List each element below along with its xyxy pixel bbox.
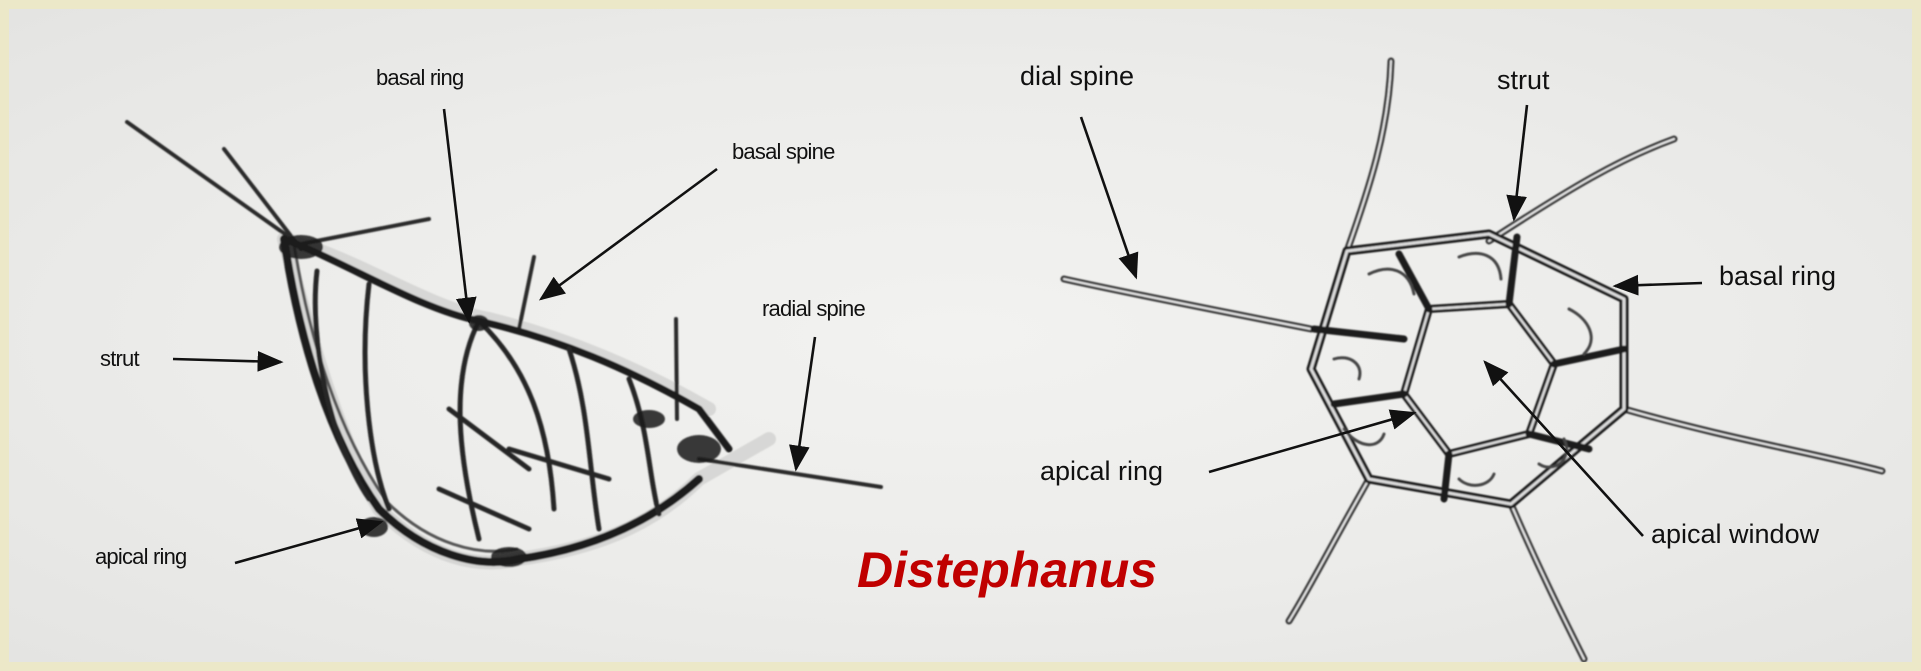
lateral-view-skeleton	[127, 122, 881, 567]
figure-title: Distephanus	[857, 545, 1157, 595]
label-basal-spine: basal spine	[732, 141, 835, 163]
arrow-strut-apical	[1514, 105, 1527, 219]
label-basal-ring-lateral: basal ring	[376, 67, 463, 89]
arrow-apical-window	[1485, 362, 1643, 536]
label-strut-lateral: strut	[100, 348, 139, 370]
arrow-apical-ring-lateral	[235, 522, 381, 563]
label-apical-ring-apical: apical ring	[1040, 458, 1163, 485]
label-radial-spine: radial spine	[762, 298, 865, 320]
arrow-radial-spine	[796, 337, 815, 469]
label-apical-window: apical window	[1651, 521, 1819, 548]
arrow-dial-spine	[1081, 117, 1136, 277]
arrow-basal-spine	[541, 169, 717, 299]
label-strut-apical: strut	[1497, 67, 1550, 94]
label-basal-ring-apical: basal ring	[1719, 263, 1836, 290]
arrow-apical-ring-apical	[1209, 413, 1414, 472]
arrow-basal-ring-apical	[1615, 283, 1702, 286]
arrow-basal-ring-lateral	[444, 109, 469, 321]
label-dial-spine: dial spine	[1020, 63, 1134, 90]
apical-view-skeleton	[1064, 61, 1882, 659]
micrograph-plate: basal ring basal spine radial spine stru…	[9, 9, 1912, 662]
label-apical-ring-lateral: apical ring	[95, 546, 186, 568]
arrow-strut-lateral	[173, 359, 281, 362]
